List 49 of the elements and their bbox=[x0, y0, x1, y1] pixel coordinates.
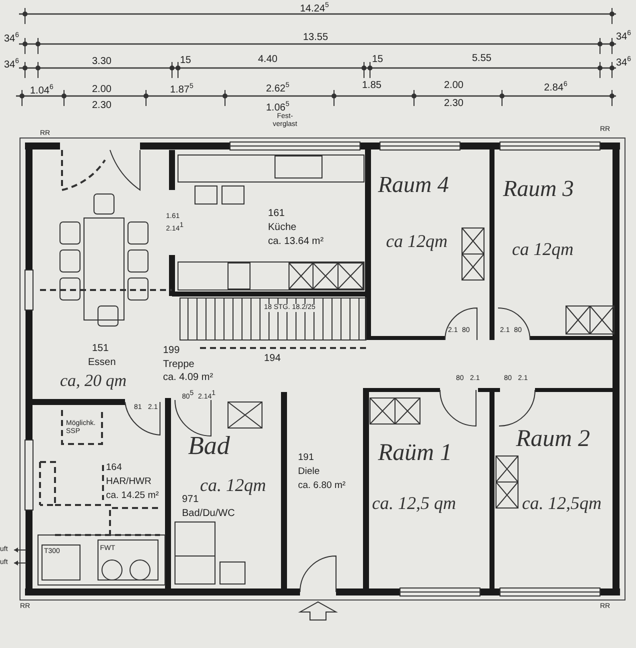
room-area: ca. 13.64 m² bbox=[268, 236, 324, 248]
room-number: 971 bbox=[182, 494, 199, 506]
dimension-label: 2.62$^{5}$ bbox=[266, 81, 290, 94]
handwritten-area: ca, 20 qm bbox=[60, 372, 127, 391]
room-number: 199 bbox=[163, 345, 180, 357]
room-name: Diele bbox=[298, 466, 320, 478]
room-number: 164 bbox=[106, 462, 122, 474]
dimension-label: 1.04$^{6}$ bbox=[30, 83, 54, 96]
handwritten-area: ca. 12qm bbox=[200, 476, 266, 496]
room-area: ca. 4.09 m² bbox=[163, 372, 214, 384]
dimension-label: 14.24$^{5}$ bbox=[300, 1, 329, 14]
dimension-label: 34$^{6}$ bbox=[4, 57, 20, 70]
room-number: 151 bbox=[92, 343, 109, 355]
dimension-label: 3.30 bbox=[92, 56, 112, 67]
dimension-label: 1.87$^{5}$ bbox=[170, 82, 194, 96]
handwritten-room-name: Raum 2 bbox=[516, 426, 590, 452]
dimension-label: 2.30 bbox=[444, 98, 464, 109]
room-number: 194 bbox=[264, 353, 281, 364]
handwritten-area: ca 12qm bbox=[386, 232, 448, 252]
dimension-label: 2.00 bbox=[92, 84, 112, 95]
dimension-label: 15 bbox=[372, 54, 384, 65]
dimension-label: 2.84$^{6}$ bbox=[544, 80, 568, 94]
handwritten-area: ca 12qm bbox=[512, 240, 574, 260]
dimension-label: 34$^{6}$ bbox=[616, 55, 632, 68]
dimension-label: 2.30 bbox=[92, 100, 112, 111]
handwritten-room-name: Raum 3 bbox=[503, 176, 574, 202]
room-name: Treppe bbox=[163, 359, 194, 371]
handwritten-room-name: Bad bbox=[188, 432, 230, 461]
dimension-label: 4.40 bbox=[258, 54, 278, 65]
dimension-label: 13.55 bbox=[303, 32, 328, 43]
dimension-label: 34$^{6}$ bbox=[4, 31, 20, 44]
handwritten-room-name: Raüm 1 bbox=[378, 440, 452, 466]
room-name: Küche bbox=[268, 222, 296, 234]
handwritten-area: ca. 12,5qm bbox=[522, 494, 602, 514]
room-name: Bad/Du/WC bbox=[182, 508, 235, 520]
handwritten-room-name: Raum 4 bbox=[378, 172, 449, 198]
room-number: 161 bbox=[268, 208, 285, 220]
dimension-label: 1.06$^{5}$ bbox=[266, 100, 290, 114]
room-number: 191 bbox=[298, 452, 314, 464]
room-area: ca. 6.80 m² bbox=[298, 480, 346, 492]
handwritten-area: ca. 12,5 qm bbox=[372, 494, 456, 514]
room-name: Essen bbox=[88, 357, 116, 369]
dimension-label: 34$^{6}$ bbox=[616, 29, 632, 42]
room-name: HAR/HWR bbox=[106, 476, 152, 488]
dimension-label: 5.55 bbox=[472, 53, 492, 64]
dimension-label: 1.85 bbox=[362, 80, 382, 91]
dimension-label: 2.00 bbox=[444, 80, 464, 91]
room-area: ca. 14.25 m² bbox=[106, 490, 159, 502]
dimension-label: 15 bbox=[180, 55, 192, 66]
